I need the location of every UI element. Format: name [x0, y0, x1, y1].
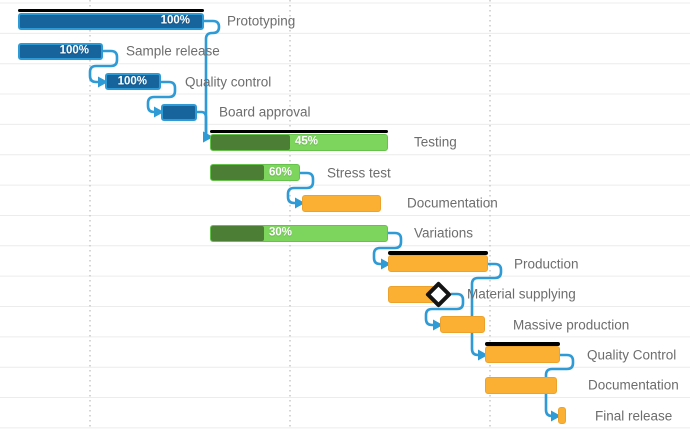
- task-label-stress-test: Stress test: [327, 165, 391, 180]
- task-bar-documentation[interactable]: [302, 194, 381, 212]
- project-line-production: [388, 251, 488, 255]
- task-bar-documentation[interactable]: [485, 376, 557, 394]
- task-bar-quality-control[interactable]: [485, 346, 560, 364]
- task-label-documentation: Documentation: [588, 377, 679, 393]
- task-label-testing: Testing: [414, 134, 457, 150]
- task-bar-variations[interactable]: 30%: [210, 224, 388, 242]
- link-quality-control-to-final-release: [544, 353, 575, 418]
- task-label-final-release: Final release: [595, 407, 673, 423]
- link-variations-to-production: [372, 231, 403, 266]
- link-sample-release-to-quality-control: [88, 49, 119, 84]
- link-production-to-quality-control: [470, 262, 503, 357]
- task-bar-stress-test[interactable]: 60%: [210, 164, 300, 182]
- task-bar-testing[interactable]: 45%: [210, 133, 388, 151]
- task-progress-label: 100%: [160, 14, 190, 27]
- task-progress-label: 100%: [117, 74, 147, 87]
- project-line-testing: [210, 129, 388, 134]
- task-label-sample-release: Sample release: [126, 43, 220, 59]
- task-bar-quality-control[interactable]: 100%: [105, 73, 161, 91]
- task-label-board-approval: Board approval: [219, 104, 311, 120]
- task-label-documentation: Documentation: [407, 195, 498, 211]
- task-progress-label: 45%: [295, 135, 319, 148]
- task-progress-fill: [211, 225, 264, 241]
- task-label-material-supplying: Material supplying: [467, 286, 576, 302]
- task-progress-label: 100%: [59, 44, 89, 57]
- task-label-prototyping: Prototyping: [227, 13, 296, 29]
- task-bar-production[interactable]: [388, 255, 488, 273]
- link-stress-test-to-documentation: [286, 171, 315, 205]
- task-bar-massive-production[interactable]: [440, 316, 485, 333]
- task-label-quality-control: Quality Control: [587, 347, 677, 363]
- task-label-massive-production: Massive production: [513, 316, 630, 332]
- link-arrowhead: [478, 349, 488, 361]
- link-arrowhead: [295, 197, 305, 209]
- link-arrowhead: [154, 106, 164, 118]
- task-bar-sample-release[interactable]: 100%: [18, 42, 103, 60]
- task-label-production: Production: [514, 256, 579, 272]
- link-arrowhead: [98, 76, 108, 88]
- project-line-prototyping: [18, 8, 204, 12]
- task-progress-label: 60%: [269, 166, 293, 178]
- task-bar-final-release[interactable]: [558, 407, 566, 425]
- task-progress-fill: [211, 165, 264, 181]
- link-arrowhead: [381, 258, 391, 270]
- link-arrowhead: [551, 410, 561, 422]
- milestone-diamond-material-supplying[interactable]: [424, 280, 452, 308]
- task-bar-prototyping[interactable]: 100%: [18, 12, 204, 30]
- task-label-variations: Variations: [414, 225, 474, 241]
- link-material-supplying-to-massive-production: [424, 292, 465, 327]
- task-progress-label: 30%: [269, 226, 293, 239]
- link-arrowhead: [433, 319, 443, 331]
- task-bar-board-approval[interactable]: [161, 103, 197, 121]
- link-arrowhead: [203, 131, 213, 143]
- task-label-quality-control: Quality control: [185, 73, 272, 89]
- project-line-quality-control: [485, 342, 560, 346]
- link-quality-control-to-board-approval: [146, 80, 177, 114]
- task-progress-fill: [211, 134, 290, 150]
